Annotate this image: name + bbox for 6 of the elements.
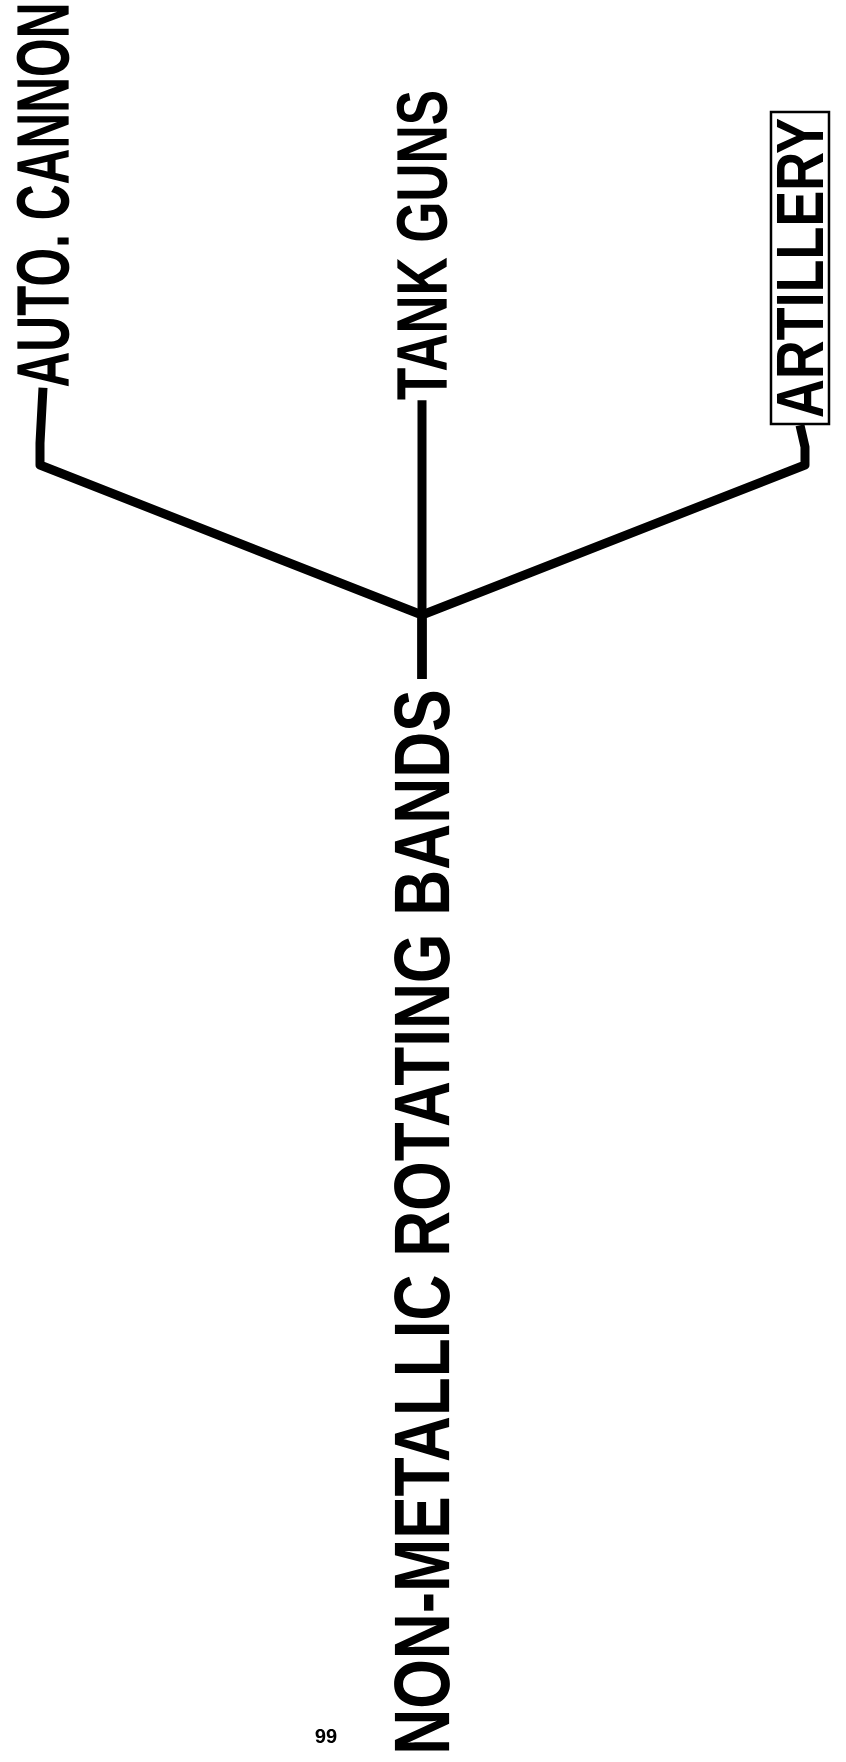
label-text: TANK GUNS — [396, 92, 448, 400]
label-text: AUTO. CANNON — [16, 5, 70, 387]
label-text: NON-METALLIC ROTATING BANDS — [394, 691, 450, 1751]
page-number: 99 — [315, 1728, 337, 1744]
boxed-label: ARTILLERY — [769, 110, 831, 426]
branch-line — [417, 424, 810, 680]
